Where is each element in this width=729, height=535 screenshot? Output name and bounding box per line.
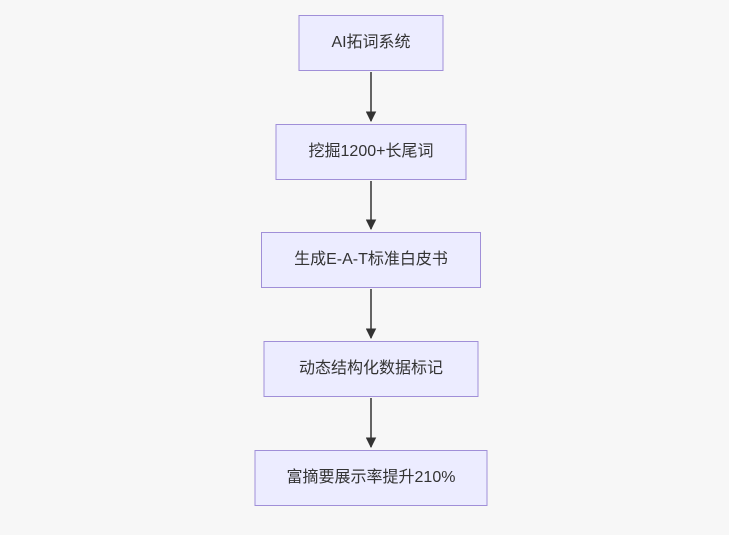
flow-node-label: AI拓词系统: [331, 34, 411, 51]
flow-node-ai-keyword-system: AI拓词系统: [298, 15, 444, 71]
flow-node-label: 挖掘1200+长尾词: [308, 143, 434, 160]
flow-node-eat-whitepaper: 生成E-A-T标准白皮书: [261, 232, 481, 288]
flow-node-label: 生成E-A-T标准白皮书: [294, 251, 448, 268]
flow-node-label: 动态结构化数据标记: [298, 360, 443, 377]
flow-node-structured-data-markup: 动态结构化数据标记: [263, 341, 479, 397]
flow-node-rich-snippet-result: 富摘要展示率提升210%: [254, 450, 488, 506]
flow-node-longtail-mining: 挖掘1200+长尾词: [275, 124, 467, 180]
flow-node-label: 富摘要展示率提升210%: [286, 469, 456, 486]
